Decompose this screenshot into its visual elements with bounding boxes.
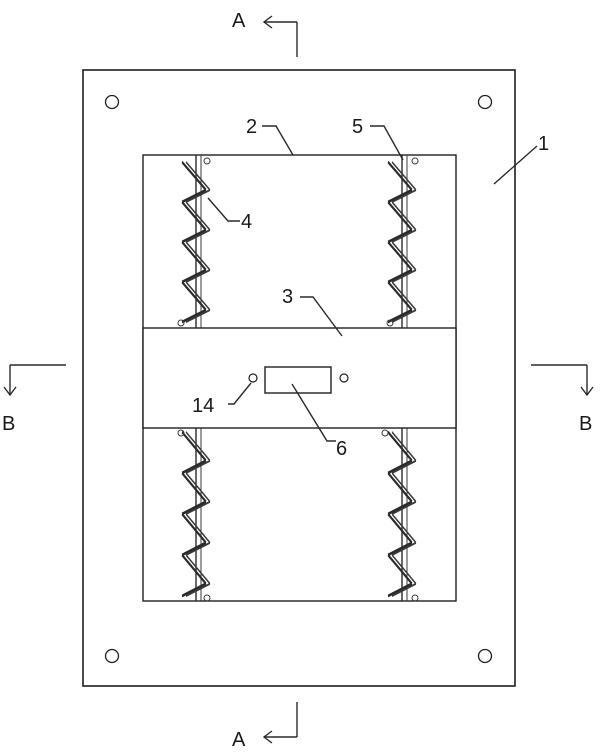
part-label-2: 2 <box>246 116 257 138</box>
mounting-hole-bottom-right <box>477 648 493 664</box>
indicator-hole-right <box>339 373 349 383</box>
section-marker-a-top <box>262 15 298 57</box>
indicator-hole-left <box>248 373 258 383</box>
part-label-14: 14 <box>192 395 214 417</box>
section-label-b-left: B <box>2 413 15 435</box>
section-label-b-right: B <box>579 413 592 435</box>
display-window <box>264 366 332 394</box>
part-label-1: 1 <box>538 133 549 155</box>
leader-lines <box>207 125 538 442</box>
mounting-hole-top-right <box>477 94 493 110</box>
part-label-5: 5 <box>352 116 363 138</box>
section-marker-b-right <box>531 364 594 397</box>
section-label-a-bottom: A <box>232 729 246 751</box>
part-label-6: 6 <box>336 438 347 460</box>
section-label-a-top: A <box>232 10 246 32</box>
section-marker-a-bottom <box>262 702 298 744</box>
part-label-4: 4 <box>241 211 252 233</box>
rod-end-caps <box>177 157 419 602</box>
crossbar <box>142 327 457 429</box>
mounting-hole-bottom-left <box>104 648 120 664</box>
mounting-hole-top-left <box>104 94 120 110</box>
section-marker-b-left <box>3 364 66 397</box>
part-label-3: 3 <box>282 286 293 308</box>
